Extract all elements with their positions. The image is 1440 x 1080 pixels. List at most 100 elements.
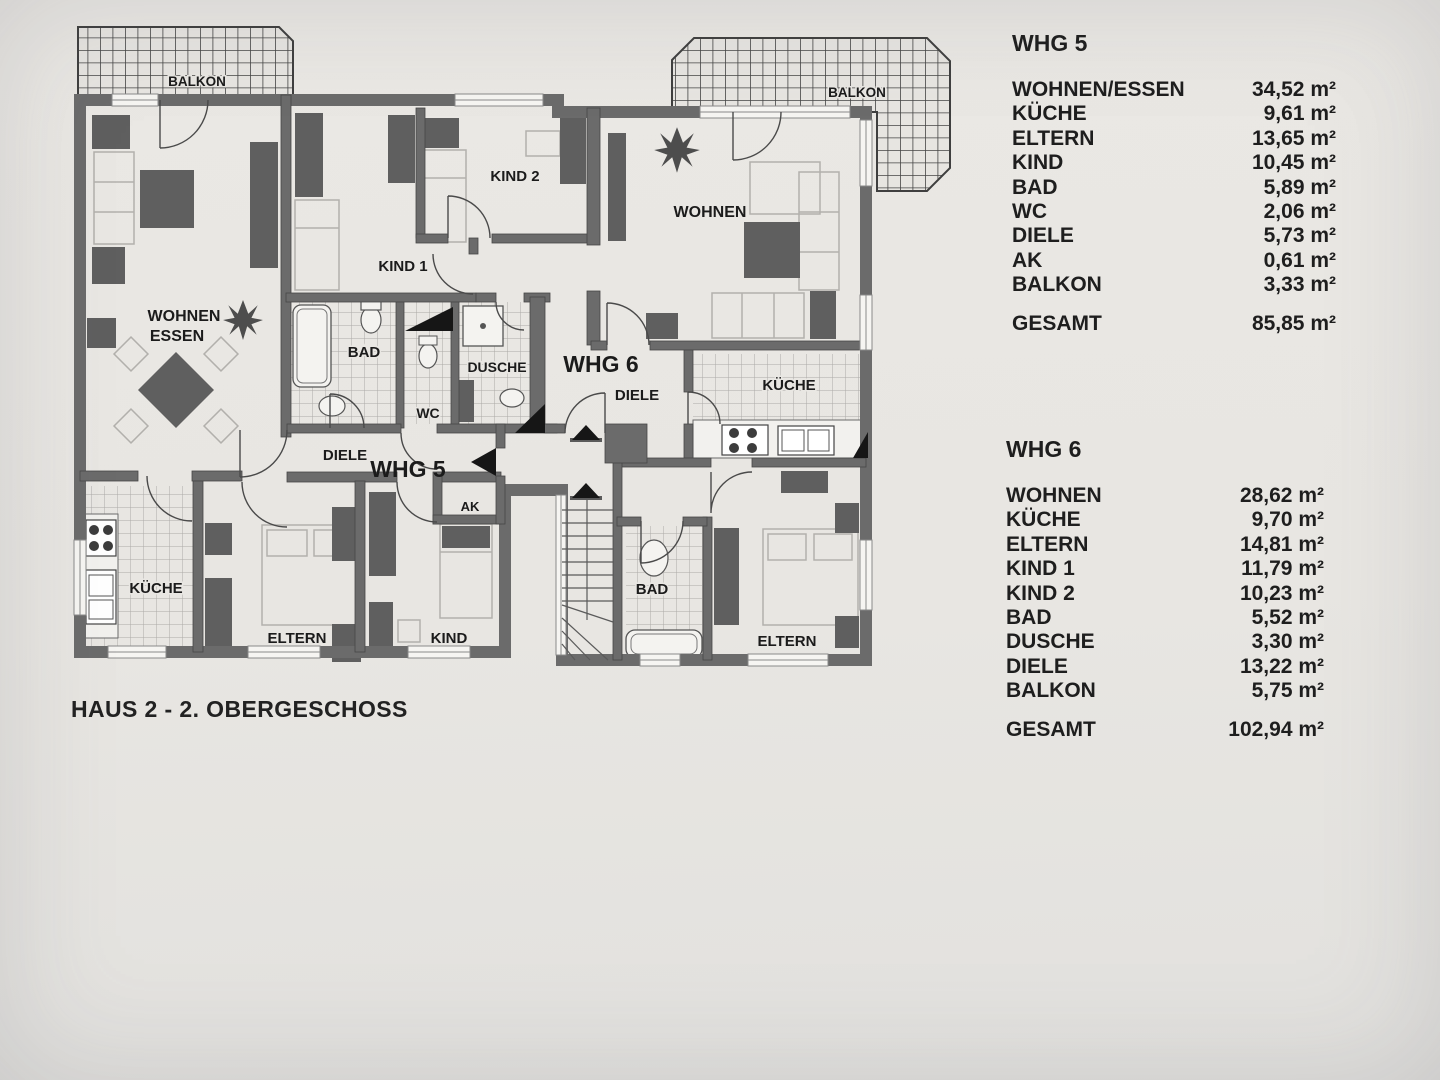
room-name: DIELE [1012,224,1074,248]
area-row: BALKON 5,75 m² [1006,679,1324,703]
room-name: DIELE [1006,654,1068,678]
walls [74,94,872,666]
room-area: 3,30 m² [1251,630,1324,654]
room-label-eltern-whg5: ELTERN [268,630,327,647]
room-name: BAD [1012,175,1058,199]
room-area: 34,52 m² [1251,78,1336,101]
room-label-dusche-whg6: DUSCHE [467,359,526,375]
room-name: KÜCHE [1006,508,1081,532]
room-area: 9,70 m² [1251,508,1324,532]
room-label-wc-whg5: WC [416,405,439,421]
room-name: AK [1012,248,1043,272]
room-name: KIND 2 [1006,581,1075,605]
balcony-right-label: BALKON [828,85,886,100]
room-label-bad-whg6: BAD [636,581,669,598]
room-area: 5,89 m² [1263,175,1336,199]
room-label-eltern-whg6: ELTERN [758,633,817,650]
room-name: BAD [1006,606,1052,630]
room-area: 10,45 m² [1251,151,1336,175]
total-row: GESAMT 85,85 m² [1012,312,1336,336]
room-area: 14,81 m² [1239,532,1324,556]
door-wedges [405,307,868,476]
room-area: 5,52 m² [1251,606,1324,630]
room-name: ELTERN [1012,126,1095,150]
room-area: 5,75 m² [1251,679,1324,703]
room-area: 9,61 m² [1263,102,1336,126]
furniture-dark [87,113,859,662]
floor-plan-drawing: BALKON BALKON WOHNEN ESSEN KIND 1 KIND 2… [73,26,951,667]
area-row: WOHNEN 28,62 m² [1006,484,1324,508]
plant-icon [654,127,700,173]
total-area: 85,85 m² [1251,311,1336,335]
room-label-kueche-whg5: KÜCHE [129,580,182,597]
area-row: DIELE 5,73 m² [1012,224,1336,248]
total-row: GESAMT 102,94 m² [1006,718,1324,742]
room-label-kind2-whg6: KIND 2 [490,168,539,185]
table-title-whg6: WHG 6 [1006,436,1082,462]
balcony-left-label: BALKON [168,74,226,89]
apartment-label-whg5: WHG 5 [370,456,446,482]
room-area: 13,22 m² [1239,654,1324,678]
room-area: 13,65 m² [1251,126,1336,150]
table-title-whg5: WHG 5 [1012,30,1088,56]
room-label-diele-whg6: DIELE [615,387,659,404]
room-area: 10,23 m² [1239,581,1324,605]
doors [146,99,782,564]
room-area: 3,33 m² [1263,273,1336,297]
area-row: WC 2,06 m² [1012,200,1336,224]
balcony-left [77,26,294,101]
room-name: KÜCHE [1012,102,1087,126]
plan-caption: HAUS 2 - 2. OBERGESCHOSS [71,696,408,722]
room-label-kind-whg5: KIND [431,630,468,647]
area-table-whg5: WHG 5 WOHNEN/ESSEN 34,52 m² KÜCHE 9,61 m² … [1012,30,1336,336]
windows [73,93,873,667]
plant-icon [223,300,263,340]
room-label-kind1-whg6: KIND 1 [378,258,427,275]
room-area: 28,62 m² [1239,484,1324,507]
room-label-ak-whg5: AK [461,499,480,514]
room-name: WC [1012,200,1047,224]
area-row: KÜCHE 9,70 m² [1006,508,1324,532]
area-table-whg6: WHG 6 WOHNEN 28,62 m² KÜCHE 9,70 m² ELTERN… [1006,436,1324,742]
total-label: GESAMT [1012,311,1102,335]
total-area: 102,94 m² [1228,717,1324,741]
table-rows-whg6: WOHNEN 28,62 m² KÜCHE 9,70 m² ELTERN 14,81 … [1006,484,1324,704]
room-name: WOHNEN/ESSEN [1012,78,1185,101]
stair-arrows [572,425,600,498]
room-area: 11,79 m² [1241,557,1324,581]
room-name: WOHNEN [1006,484,1102,507]
total-label: GESAMT [1006,717,1096,741]
room-label-wohnen-essen-1: WOHNEN [148,308,221,325]
area-row: DIELE 13,22 m² [1006,655,1324,679]
room-name: BALKON [1012,273,1102,297]
floor-plan: BALKON BALKON WOHNEN ESSEN KIND 1 KIND 2… [0,0,1000,760]
room-name: ELTERN [1006,532,1089,556]
area-row: BAD 5,52 m² [1006,606,1324,630]
area-row: BAD 5,89 m² [1012,176,1336,200]
apartment-label-whg6: WHG 6 [563,351,638,377]
area-row: KÜCHE 9,61 m² [1012,102,1336,126]
room-area: 0,61 m² [1263,248,1336,272]
room-name: KIND 1 [1006,557,1075,581]
area-row: AK 0,61 m² [1012,249,1336,273]
room-label-bad-whg5: BAD [348,344,381,361]
area-row: ELTERN 14,81 m² [1006,533,1324,557]
room-name: BALKON [1006,679,1096,703]
room-name: KIND [1012,151,1064,175]
room-area: 5,73 m² [1263,224,1336,248]
area-row: KIND 1 11,79 m² [1006,557,1324,581]
room-label-kueche-whg6: KÜCHE [762,377,815,394]
room-label-wohnen-whg6: WOHNEN [674,204,747,221]
area-row: BALKON 3,33 m² [1012,273,1336,297]
room-label-wohnen-essen-2: ESSEN [150,328,204,345]
area-row: DUSCHE 3,30 m² [1006,630,1324,654]
table-rows-whg5: WOHNEN/ESSEN 34,52 m² KÜCHE 9,61 m² ELTERN… [1012,78,1336,298]
area-row: WOHNEN/ESSEN 34,52 m² [1012,78,1336,102]
area-row: KIND 2 10,23 m² [1006,582,1324,606]
room-label-diele-whg5: DIELE [323,447,367,464]
staircase [561,438,614,661]
room-name: DUSCHE [1006,630,1095,654]
area-row: KIND 10,45 m² [1012,151,1336,175]
room-area: 2,06 m² [1263,200,1336,224]
